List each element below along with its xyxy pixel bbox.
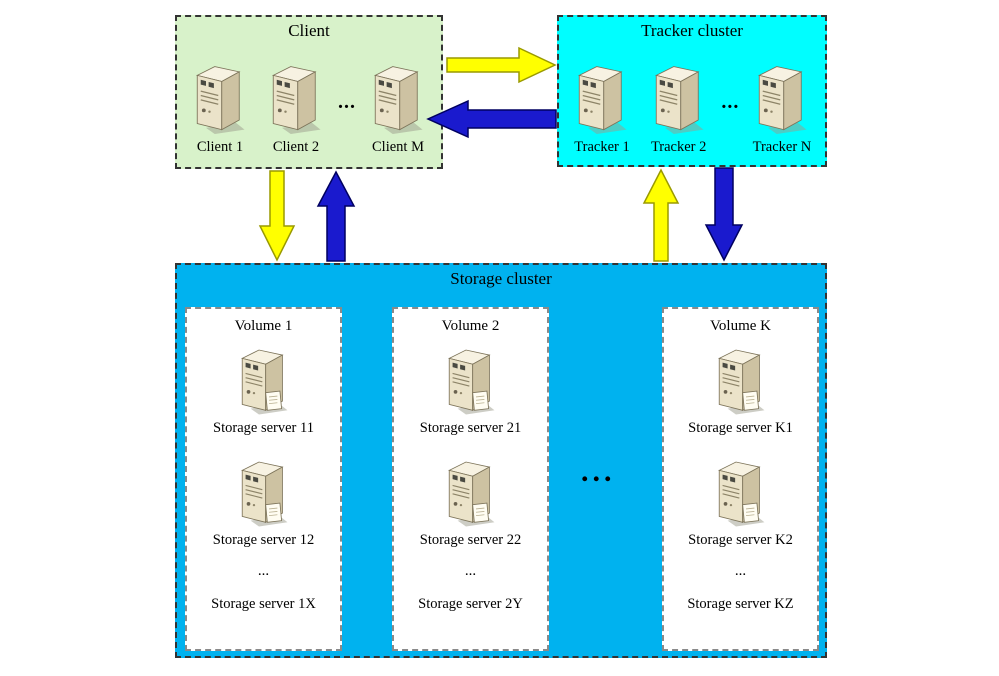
volume-title: Volume K <box>710 318 771 334</box>
volume-ellipsis: ... <box>464 563 477 579</box>
server-icon <box>272 66 322 135</box>
tracker-node-1: Tracker 1 <box>565 61 639 156</box>
client-nodes-row: Client 1 Client 2 ... Client M <box>177 41 441 156</box>
tracker-node-label: Tracker 2 <box>650 139 707 155</box>
storage-server-label: Storage server KZ <box>687 596 794 612</box>
client-node-1: Client 1 <box>183 61 257 156</box>
storage-volumes-ellipsis: ... <box>581 455 616 488</box>
volume-1-box: Volume 1 Storage server 11 Storage serve… <box>185 307 342 651</box>
storage-server-label: Storage server 2Y <box>418 596 523 612</box>
server-with-document-icon <box>444 345 498 417</box>
storage-server-label: Storage server 1X <box>211 596 316 612</box>
client-node-m: Client M <box>361 61 435 156</box>
client-ellipsis: ... <box>338 91 356 113</box>
client-node-2: Client 2 <box>259 61 333 156</box>
volume-ellipsis: ... <box>257 563 270 579</box>
storage-server-label: Storage server K2 <box>688 532 793 548</box>
volume-ellipsis: ... <box>734 563 747 579</box>
server-with-document-icon <box>714 457 768 529</box>
server-icon <box>578 66 628 135</box>
client-node-label: Client M <box>372 139 424 155</box>
volume-k-box: Volume K Storage server K1 Storage serve… <box>662 307 819 651</box>
volume-title: Volume 1 <box>234 318 293 334</box>
tracker-ellipsis: ... <box>721 91 740 113</box>
server-icon <box>758 66 808 135</box>
storage-server-label: Storage server 21 <box>419 420 522 436</box>
storage-server-label: Storage server 11 <box>213 420 314 436</box>
storage-cluster-title: Storage cluster <box>450 269 552 288</box>
client-cluster-title: Client <box>288 21 330 40</box>
volume-title: Volume 2 <box>441 318 500 334</box>
tracker-node-label: Tracker N <box>752 139 812 155</box>
server-icon <box>374 66 424 135</box>
storage-server-label: Storage server K1 <box>688 420 793 436</box>
tracker-node-n: Tracker N <box>745 61 819 156</box>
server-icon <box>196 66 246 135</box>
tracker-cluster-box: Tracker cluster Tracker 1 Tracker 2 ... … <box>557 15 827 167</box>
storage-server-label: Storage server 22 <box>419 532 522 548</box>
tracker-cluster-title: Tracker cluster <box>641 21 743 40</box>
storage-server-label: Storage server 12 <box>212 532 315 548</box>
arrow-tracker-to-storage <box>704 167 744 262</box>
arrow-storage-to-client <box>316 170 356 262</box>
arrow-client-to-storage <box>258 170 296 262</box>
client-cluster-box: Client Client 1 Client 2 ... Client M <box>175 15 443 169</box>
storage-cluster-box: Storage cluster Volume 1 Storage server … <box>175 263 827 658</box>
arrow-storage-to-tracker <box>642 168 680 262</box>
server-with-document-icon <box>444 457 498 529</box>
server-with-document-icon <box>714 345 768 417</box>
client-node-label: Client 2 <box>272 139 320 155</box>
arrow-tracker-to-client <box>426 99 557 139</box>
tracker-node-label: Tracker 1 <box>574 139 630 155</box>
server-icon <box>655 66 704 135</box>
server-with-document-icon <box>237 345 291 417</box>
arrow-client-to-tracker <box>446 46 557 84</box>
client-node-label: Client 1 <box>196 139 244 155</box>
volume-2-box: Volume 2 Storage server 21 Storage serve… <box>392 307 549 651</box>
server-with-document-icon <box>237 457 291 529</box>
tracker-node-2: Tracker 2 <box>642 61 716 156</box>
tracker-nodes-row: Tracker 1 Tracker 2 ... Tracker N <box>559 41 825 156</box>
